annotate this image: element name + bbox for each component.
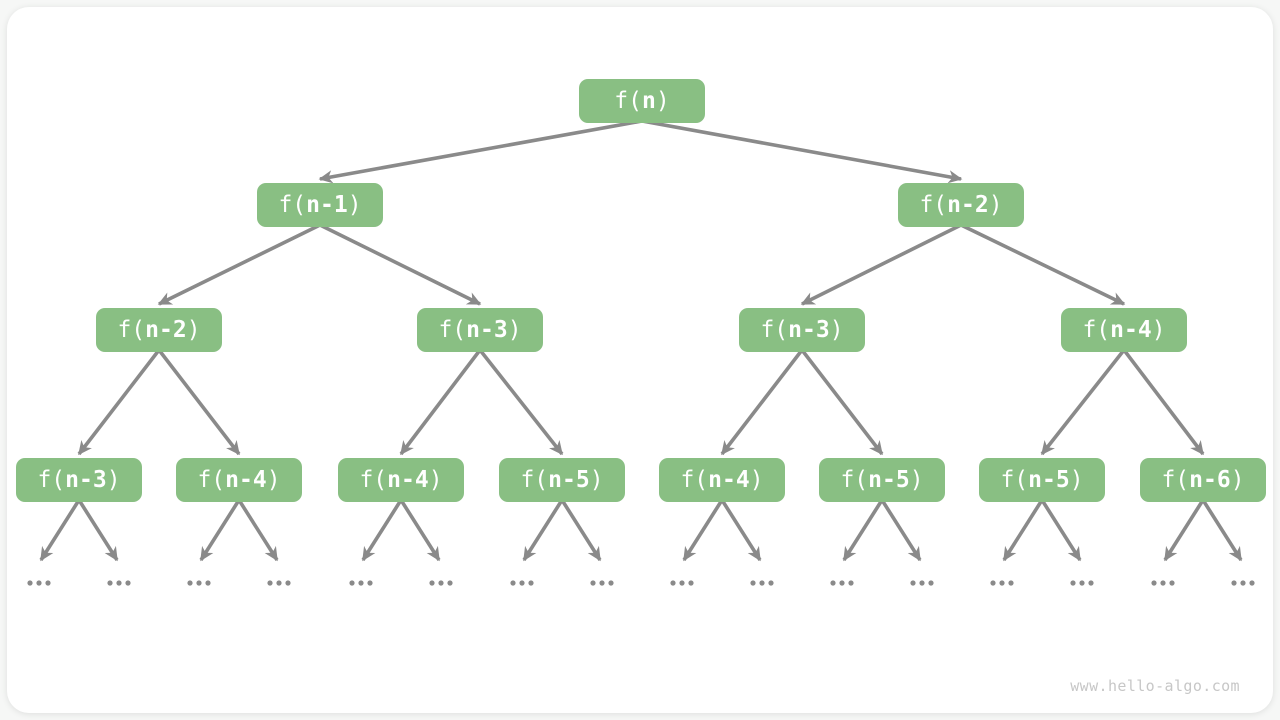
node-label-suffix: ) — [507, 316, 522, 343]
node-label-prefix: f( — [520, 466, 549, 493]
watermark-text: www.hello-algo.com — [1070, 677, 1240, 695]
node-label-suffix: ) — [589, 466, 604, 493]
node-label-prefix: f( — [37, 466, 66, 493]
node-label-prefix: f( — [840, 466, 869, 493]
node-label-suffix: ) — [428, 466, 443, 493]
node-label-suffix: ) — [266, 466, 281, 493]
node-label-suffix: ) — [1151, 316, 1166, 343]
node-label-suffix: ) — [347, 191, 362, 218]
node-label-inner: n-2 — [947, 191, 989, 218]
tree-node: f(n-3) — [16, 458, 142, 502]
node-label-inner: n — [641, 87, 656, 114]
node-label-inner: n-3 — [788, 316, 830, 343]
node-label-suffix: ) — [829, 316, 844, 343]
node-label-inner: n-5 — [1028, 466, 1070, 493]
tree-node: f(n-3) — [417, 308, 543, 352]
node-label-inner: n-4 — [225, 466, 267, 493]
node-label-prefix: f( — [278, 191, 307, 218]
tree-node: f(n-5) — [499, 458, 625, 502]
node-label-inner: n-5 — [548, 466, 590, 493]
node-label-suffix: ) — [909, 466, 924, 493]
node-label-prefix: f( — [438, 316, 467, 343]
tree-node: f(n-4) — [176, 458, 302, 502]
tree-node: f(n-3) — [739, 308, 865, 352]
node-label-suffix: ) — [186, 316, 201, 343]
tree-node: f(n-4) — [338, 458, 464, 502]
tree-node: f(n-5) — [819, 458, 945, 502]
tree-node: f(n-6) — [1140, 458, 1266, 502]
node-label-inner: n-2 — [145, 316, 187, 343]
node-label-prefix: f( — [1082, 316, 1111, 343]
node-label-prefix: f( — [359, 466, 388, 493]
node-label-prefix: f( — [614, 87, 642, 114]
tree-node: f(n-2) — [96, 308, 222, 352]
node-label-suffix: ) — [1230, 466, 1245, 493]
node-label-inner: n-4 — [387, 466, 429, 493]
node-label-inner: n-4 — [708, 466, 750, 493]
node-label-prefix: f( — [919, 191, 948, 218]
node-label-inner: n-5 — [868, 466, 910, 493]
node-label-inner: n-1 — [306, 191, 348, 218]
tree-node: f(n) — [579, 79, 705, 123]
node-label-prefix: f( — [680, 466, 709, 493]
node-label-suffix: ) — [1069, 466, 1084, 493]
node-label-suffix: ) — [749, 466, 764, 493]
node-label-suffix: ) — [655, 87, 670, 114]
node-label-prefix: f( — [760, 316, 789, 343]
node-label-suffix: ) — [106, 466, 121, 493]
node-label-inner: n-6 — [1189, 466, 1231, 493]
node-label-inner: n-4 — [1110, 316, 1152, 343]
tree-node: f(n-1) — [257, 183, 383, 227]
tree-node: f(n-5) — [979, 458, 1105, 502]
node-label-prefix: f( — [197, 466, 226, 493]
tree-node: f(n-2) — [898, 183, 1024, 227]
tree-node: f(n-4) — [1061, 308, 1187, 352]
node-label-inner: n-3 — [65, 466, 107, 493]
node-label-suffix: ) — [988, 191, 1003, 218]
node-label-prefix: f( — [117, 316, 146, 343]
node-label-prefix: f( — [1161, 466, 1190, 493]
tree-node: f(n-4) — [659, 458, 785, 502]
node-label-prefix: f( — [1000, 466, 1029, 493]
node-label-inner: n-3 — [466, 316, 508, 343]
